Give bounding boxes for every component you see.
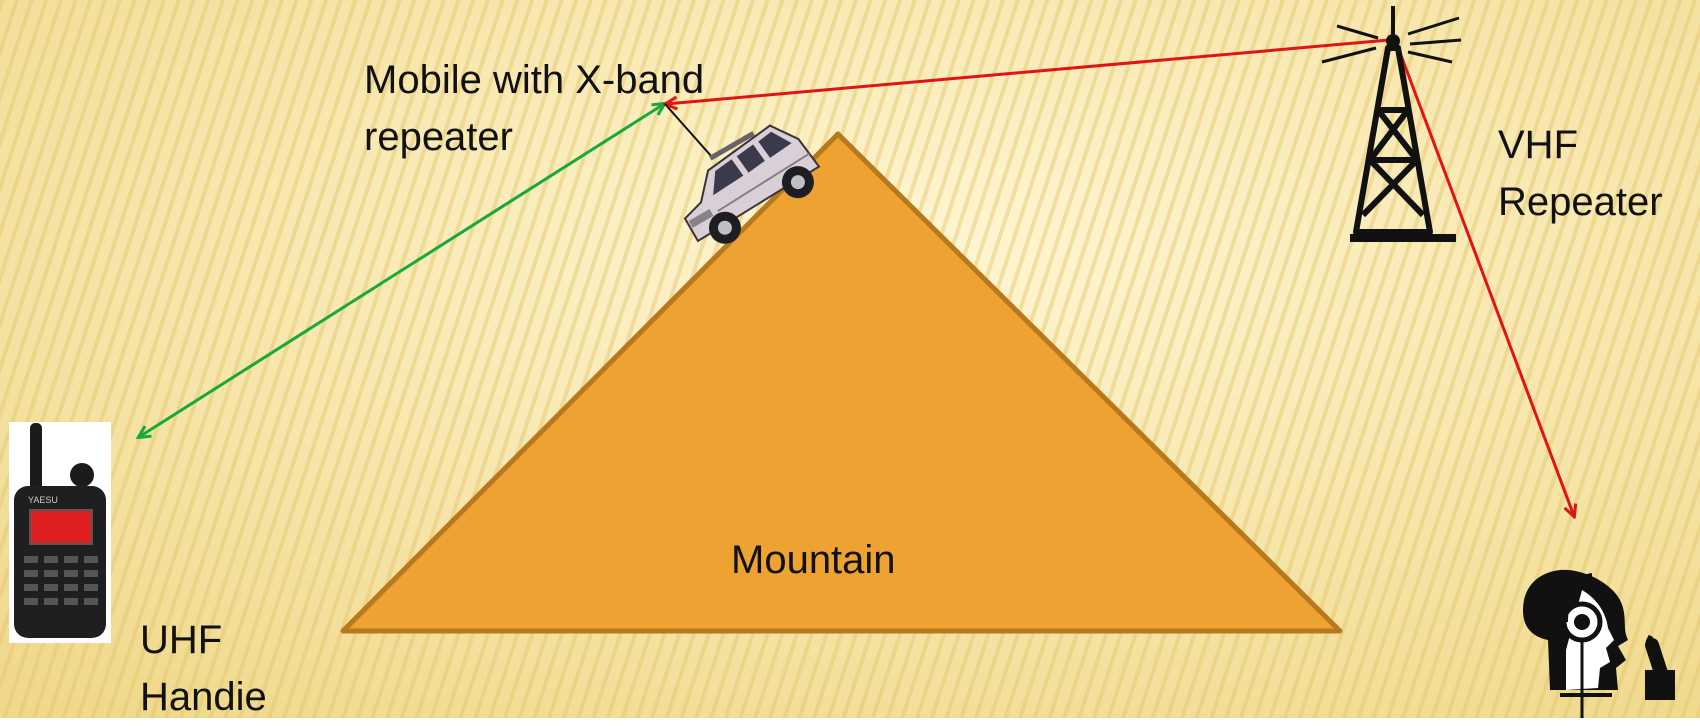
radio-brand-text: YAESU — [28, 495, 58, 505]
vehicle-antenna — [664, 103, 713, 158]
mountain-label: Mountain — [731, 538, 896, 582]
suv-vehicle-icon — [683, 124, 821, 244]
mobile-label-line-2: repeater — [364, 115, 513, 159]
handheld-radio-icon: YAESU — [9, 422, 111, 643]
vhf-repeater-label: VHF Repeater — [1498, 117, 1663, 231]
uhf-handie-label: UHF Handie — [140, 612, 267, 726]
uhf-label-line-1: UHF — [140, 618, 223, 662]
vhf-label-line-1: VHF — [1498, 123, 1578, 167]
radio-tower-icon — [1321, 6, 1462, 242]
radio-operator-icon — [1523, 569, 1675, 718]
mobile-label-line-1: Mobile with X-band — [364, 58, 705, 102]
uhf-link-arrow — [139, 104, 664, 437]
vhf-label-line-2: Repeater — [1498, 180, 1663, 224]
vhf-link-to-operator-arrow — [1394, 41, 1574, 516]
mobile-xband-label: Mobile with X-band repeater — [364, 52, 704, 166]
vhf-link-to-mobile-arrow — [666, 38, 1390, 104]
uhf-label-line-2: Handie — [140, 675, 267, 719]
